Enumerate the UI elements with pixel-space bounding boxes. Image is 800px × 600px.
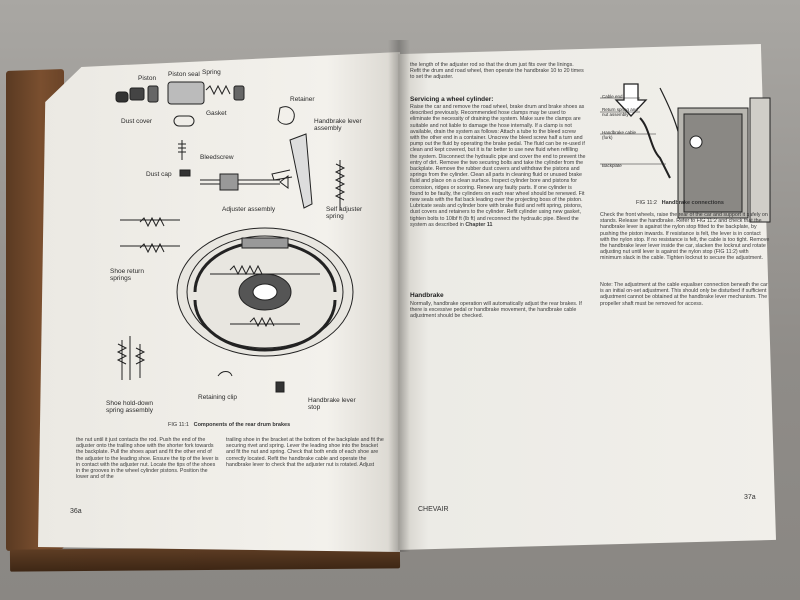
label-bleedscrew: Bleedscrew	[200, 154, 234, 161]
brake-exploded-diagram	[115, 81, 354, 393]
label-dust-cover: Dust cover	[121, 118, 153, 125]
figure-1-caption: FIG 11:1 Components of the rear drum bra…	[168, 422, 290, 428]
section-heading-wheel-cylinder: Servicing a wheel cylinder:	[410, 96, 494, 103]
label-adjuster-assembly: Adjuster assembly	[222, 206, 276, 213]
label-handbrake-lever-assembly: Handbrake lever assembly	[314, 118, 362, 132]
figure-2-title: Handbrake connections	[661, 200, 724, 206]
right-column-2-text-a: Check the front wheels, raise the rear o…	[600, 212, 770, 262]
label-dust-cap: Dust cap	[146, 171, 172, 178]
label-shoe-holddown-spring-assembly: Shoe hold-down spring assembly	[106, 400, 153, 414]
label-piston-seal: Piston seal	[168, 71, 200, 78]
label-handbrake-lever-stop: Handbrake lever stop	[308, 397, 356, 411]
figure-2-caption: FIG 11:2 Handbrake connections	[636, 200, 724, 206]
label-shoe-return-springs: Shoe return springs	[110, 268, 144, 282]
left-page-number: 36a	[70, 508, 82, 515]
label-self-adjuster-spring: Self adjuster spring	[326, 206, 363, 220]
section-text-wheel-cylinder-body: Raise the car and remove the road wheel,…	[410, 104, 586, 228]
right-page-number: 37a	[744, 494, 756, 501]
section-heading-handbrake: Handbrake	[410, 292, 444, 299]
left-page-column-1: the nut until it just contacts the rod. …	[76, 437, 219, 481]
figure-1-number: FIG 11:1	[168, 422, 189, 428]
left-page-column-2: trailing shoe in the bracket at the bott…	[226, 437, 384, 468]
right-column-2-text-b: Note: The adjustment at the cable equali…	[600, 282, 768, 307]
chapter-reference: Chapter 11	[465, 221, 493, 228]
section-text-wheel-cylinder: Raise the car and remove the road wheel,…	[410, 104, 586, 228]
fig2-label-4: Backplate	[602, 163, 622, 168]
fig2-label-1: Cable end	[602, 94, 623, 99]
label-retaining-clip: Retaining clip	[198, 394, 238, 401]
figure-1-title: Components of the rear drum brakes	[193, 422, 291, 428]
section-text-handbrake: Normally, handbrake operation will autom…	[410, 301, 582, 320]
label-retainer: Retainer	[290, 96, 315, 103]
book-gutter	[388, 40, 410, 552]
fig2-label-2: Return spring and nut assembly	[602, 107, 638, 117]
fig2-label-3: Handbrake cable (fork)	[602, 130, 637, 140]
figure-2-number: FIG 11:2	[636, 200, 657, 206]
label-piston: Piston	[138, 75, 157, 82]
label-gasket: Gasket	[206, 110, 227, 117]
running-head: CHEVAIR	[418, 506, 449, 513]
right-intro-text: the length of the adjuster rod so that t…	[410, 62, 584, 81]
handbrake-connections-diagram	[600, 83, 771, 223]
label-spring: Spring	[202, 69, 221, 76]
